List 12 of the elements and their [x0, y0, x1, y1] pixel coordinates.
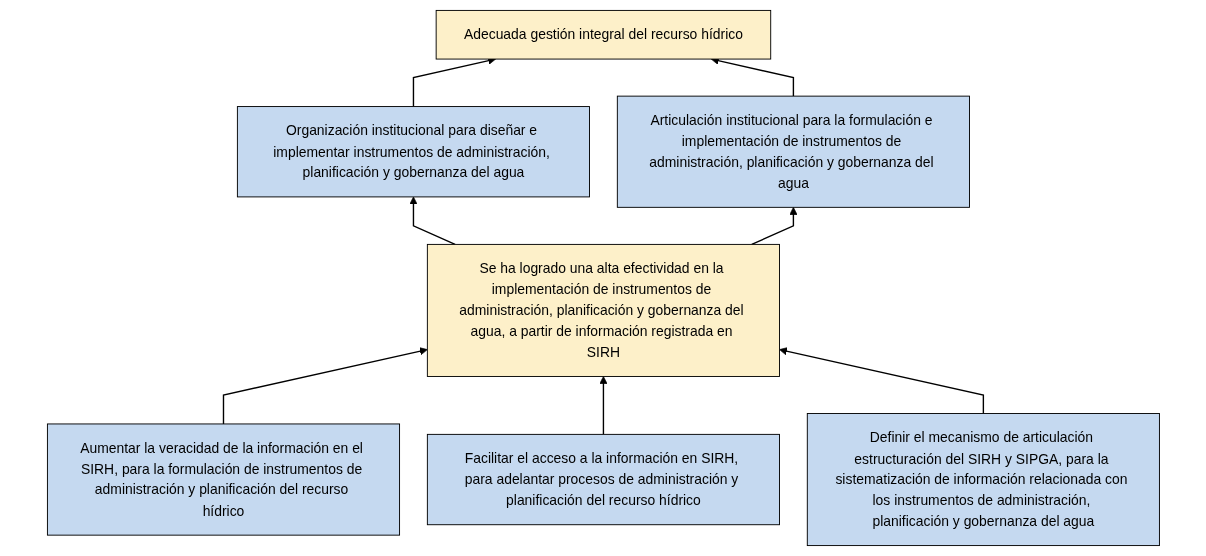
node-box: Definir el mecanismo de articulación estructuración del SIRH y SIPGA, para la sistematización de información relacionada con los instrumentos de administración, planificación y gobernanza del agua	[806, 413, 1160, 547]
node-box: Adecuada gestión integral del recurso hídrico	[435, 9, 771, 60]
node-box: Se ha logrado una alta efectividad en la implementación de instrumentos de administración, planificación y gobernanza del agua, a partir de información registrada en SIRH	[426, 243, 780, 377]
arrow	[750, 206, 798, 246]
node-box: Aumentar la veracidad de la información en el SIRH, para la formulación de instrumentos de administración y planificación del recurso hídrico	[46, 423, 400, 536]
arrow	[408, 196, 456, 246]
arrow	[222, 347, 428, 425]
node-box: Articulación institucional para la formulación e implementación de instrumentos de administración, planificación y gobernanza del agua	[616, 95, 970, 208]
node-box: Facilitar el acceso a la información en SIRH, para adelantar procesos de administración y planificación del recurso hídrico	[426, 433, 780, 526]
arrow	[598, 376, 608, 436]
node-box: Organización institucional para diseñar e implementar instrumentos de administración, planificación y gobernanza del agua	[236, 106, 590, 198]
arrow	[778, 347, 984, 415]
